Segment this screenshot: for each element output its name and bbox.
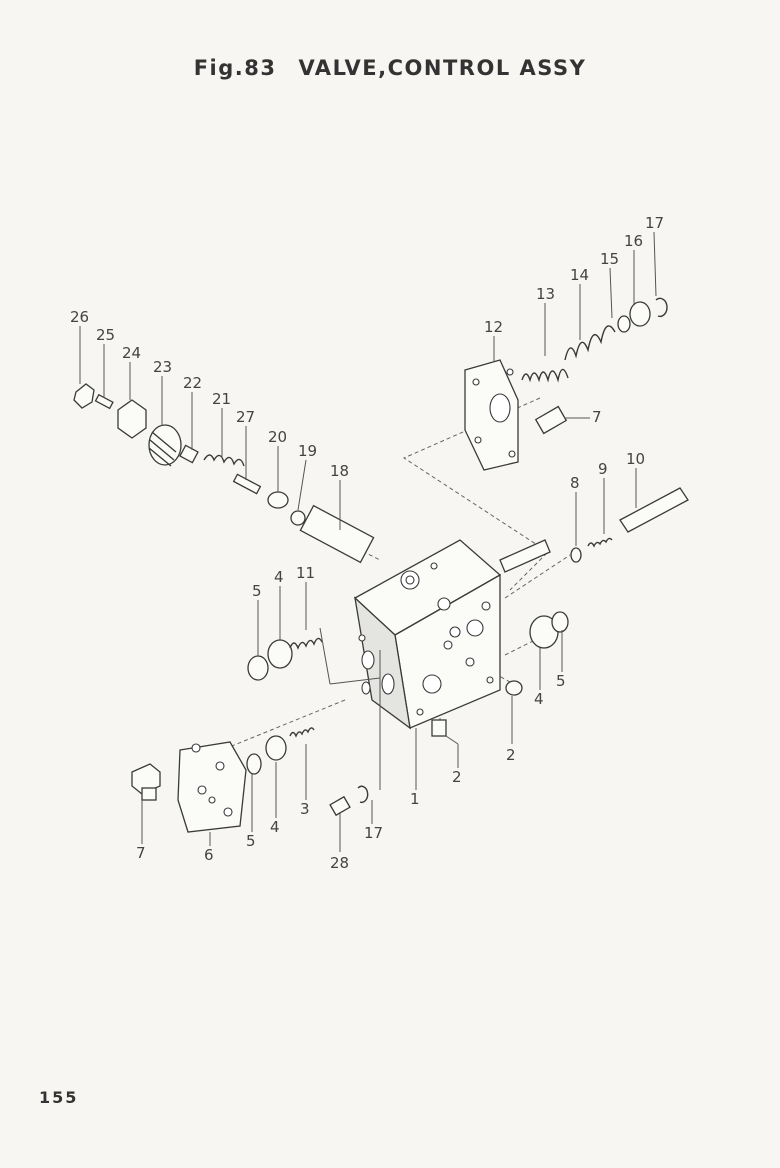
callout-23: 23 [153, 358, 172, 376]
callout-25: 25 [96, 326, 115, 344]
callout-7-right: 7 [592, 408, 602, 426]
callout-10: 10 [626, 450, 645, 468]
callout-24: 24 [122, 344, 141, 362]
callout-1: 1 [410, 790, 420, 808]
page-number: 155 [39, 1088, 79, 1107]
callout-22: 22 [183, 374, 202, 392]
valve-body [353, 539, 551, 730]
callout-28: 28 [330, 854, 349, 872]
callout-17-bottom: 17 [364, 824, 383, 842]
callout-2-bottom: 2 [452, 768, 462, 786]
callout-labels: 26 25 24 23 22 21 27 20 19 18 12 13 14 1… [70, 214, 664, 872]
leader-lines [79, 231, 657, 852]
callout-8: 8 [570, 474, 580, 492]
callout-9: 9 [598, 460, 608, 478]
callout-15: 15 [600, 250, 619, 268]
callout-18: 18 [330, 462, 349, 480]
callout-4-right: 4 [534, 690, 544, 708]
spool-parts [570, 487, 689, 563]
callout-27: 27 [236, 408, 255, 426]
callout-2-right: 2 [506, 746, 516, 764]
callout-4-bottom: 4 [270, 818, 280, 836]
callout-3: 3 [300, 800, 310, 818]
callout-5-right: 5 [556, 672, 566, 690]
callout-7-left: 7 [136, 844, 146, 862]
callout-13: 13 [536, 285, 555, 303]
relief-valve-parts [73, 383, 375, 564]
callout-5-bottom: 5 [246, 832, 256, 850]
callout-6: 6 [204, 846, 214, 864]
callout-12: 12 [484, 318, 503, 336]
cover-and-spring-parts [464, 297, 668, 471]
callout-4-left: 4 [274, 568, 284, 586]
right-piston-parts [431, 611, 569, 737]
callout-16: 16 [624, 232, 643, 250]
figure-number: Fig.83 [193, 56, 277, 80]
figure-title: VALVE,CONTROL ASSY [298, 56, 587, 80]
callout-14: 14 [570, 266, 589, 284]
left-piston-parts [247, 637, 323, 681]
callout-17-top: 17 [645, 214, 664, 232]
callout-11: 11 [296, 564, 315, 582]
lower-cover-parts [131, 727, 369, 833]
figure-heading: Fig.83 VALVE,CONTROL ASSY [0, 56, 780, 80]
callout-20: 20 [268, 428, 287, 446]
callout-26: 26 [70, 308, 89, 326]
callout-21: 21 [212, 390, 231, 408]
callout-19: 19 [298, 442, 317, 460]
callout-5-left: 5 [252, 582, 262, 600]
